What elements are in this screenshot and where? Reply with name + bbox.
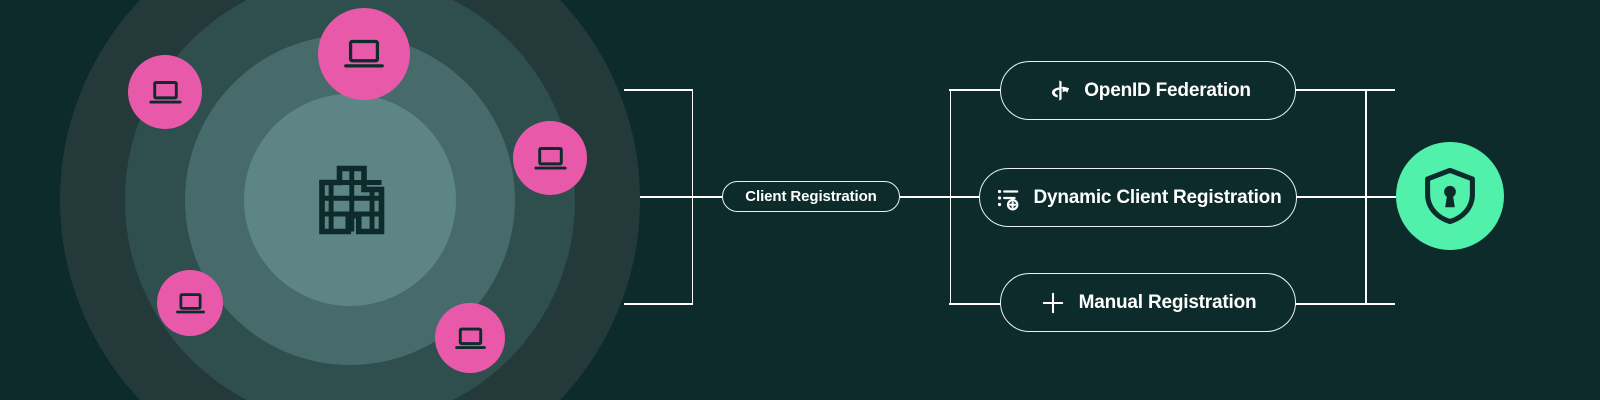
connector-merge-spine	[1365, 89, 1367, 304]
method-dynamic-client-registration[interactable]: Dynamic Client Registration	[979, 168, 1297, 227]
connector-merge-openid	[1295, 89, 1395, 91]
plus-icon	[1040, 290, 1066, 316]
connector-fanout-openid	[949, 89, 1002, 91]
openid-icon	[1045, 78, 1071, 104]
laptop-icon	[148, 80, 182, 104]
client-node-right[interactable]	[513, 121, 587, 195]
building-icon	[319, 165, 385, 235]
laptop-icon	[533, 146, 567, 170]
connector-cluster-bottom	[624, 303, 693, 305]
connector-fanout-manual	[949, 303, 1002, 305]
method-label: Manual Registration	[1078, 292, 1257, 313]
connector-merge-dynamic	[1296, 196, 1396, 198]
laptop-icon	[344, 39, 384, 68]
method-label: OpenID Federation	[1084, 80, 1251, 101]
stage-label: Client Registration	[745, 188, 877, 205]
client-node-lower-left[interactable]	[157, 270, 223, 336]
outcome-shield-node[interactable]	[1396, 142, 1504, 250]
method-manual-registration[interactable]: Manual Registration	[1000, 273, 1296, 332]
connector-merge-manual	[1295, 303, 1395, 305]
laptop-icon	[175, 292, 205, 313]
client-node-top[interactable]	[318, 8, 410, 100]
list-plus-icon	[995, 185, 1021, 211]
client-node-upper-left[interactable]	[128, 55, 202, 129]
laptop-icon	[454, 327, 486, 349]
connector-cluster-top	[624, 89, 693, 91]
stage-client-registration[interactable]: Client Registration	[722, 181, 900, 212]
shield-lock-icon	[1425, 167, 1475, 225]
client-node-lower-right[interactable]	[435, 303, 505, 373]
connector-stage-to-fanout	[900, 196, 951, 198]
method-openid-federation[interactable]: OpenID Federation	[1000, 61, 1296, 120]
method-label: Dynamic Client Registration	[1033, 187, 1282, 208]
connector-fanout-dynamic	[949, 196, 981, 198]
cluster-ring-inner	[244, 94, 456, 306]
connector-cluster-to-stage	[640, 196, 723, 198]
